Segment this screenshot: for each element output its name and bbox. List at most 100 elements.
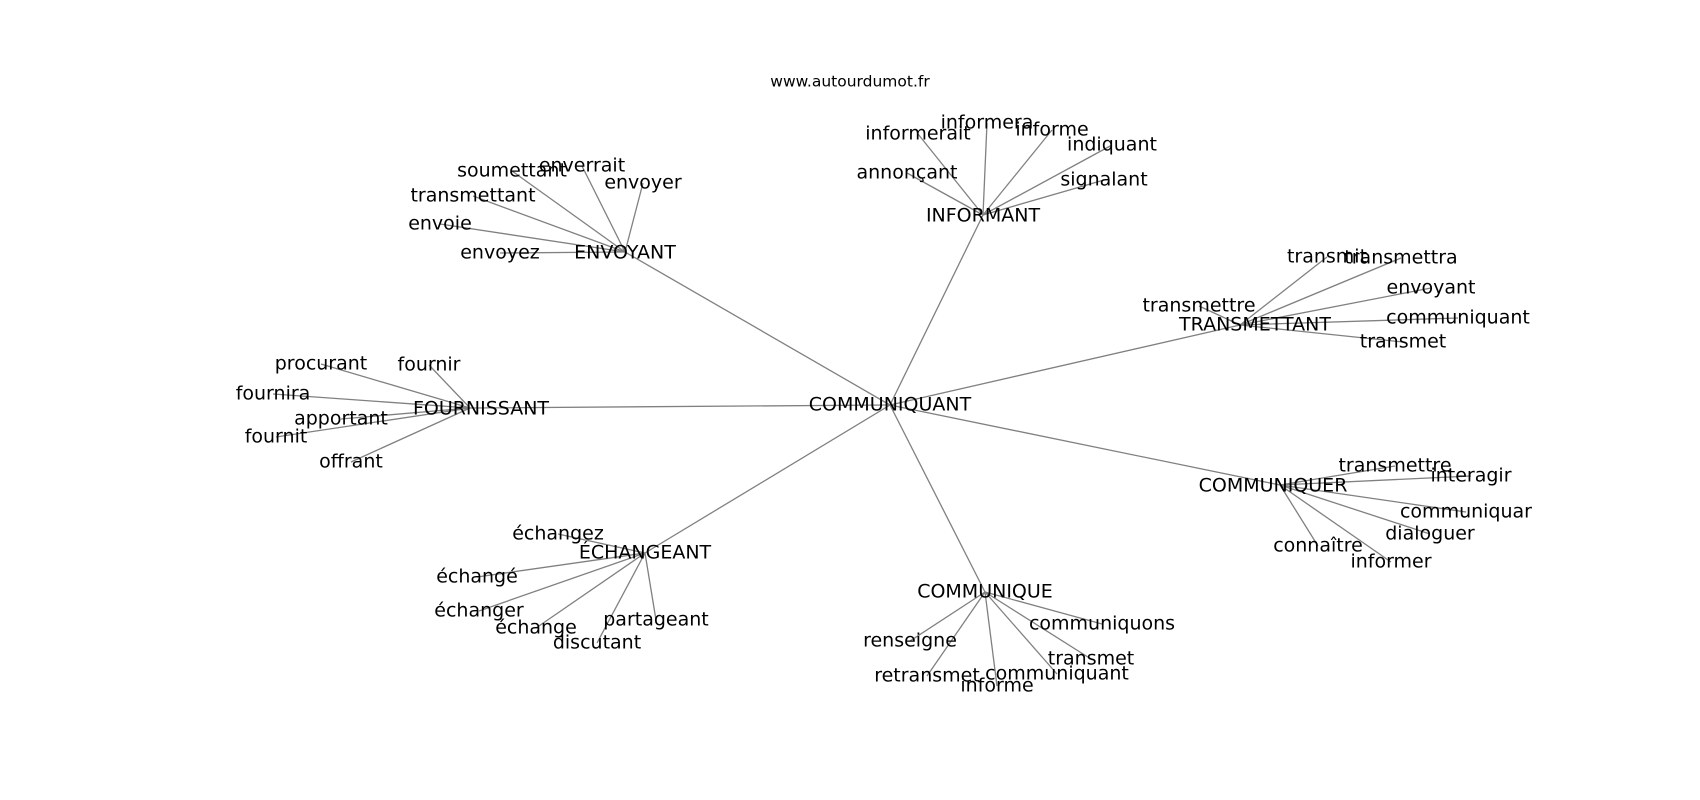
edge-communiquer-transmettre-2: [1279, 465, 1396, 486]
hub-node-communiquer: COMMUNIQUER: [1199, 475, 1348, 497]
hub-node-transmettant-hub: TRANSMETTANT: [1178, 314, 1331, 336]
leaf-node-informerait: informerait: [865, 123, 971, 145]
edge-center-communiquer: [889, 404, 1281, 486]
leaf-node-annoncant: annonçant: [857, 162, 958, 184]
leaf-node-connaitre: connaître: [1273, 535, 1363, 557]
leaf-node-dialoguer: dialoguer: [1385, 523, 1475, 545]
edge-center-informant: [889, 214, 984, 406]
edge-fournissant-procurant: [320, 363, 471, 409]
edge-envoyant-envoyer: [624, 182, 644, 253]
leaf-node-informe: informe: [1015, 119, 1088, 141]
edge-communiquer-interagir: [1279, 475, 1472, 486]
edge-communiquer-informer: [1279, 484, 1392, 563]
leaf-node-fournit: fournit: [245, 426, 308, 448]
leaf-node-communiquant-leaf: communiquant: [1386, 307, 1530, 329]
leaf-node-fournir: fournir: [398, 354, 461, 376]
leaf-node-transmit: transmit: [1287, 246, 1367, 268]
edge-envoyant-soumettant: [511, 170, 626, 253]
leaf-node-discutant: discutant: [553, 632, 641, 654]
leaf-node-renseigne: renseigne: [863, 630, 957, 652]
edge-communique-renseigne: [909, 591, 986, 642]
edge-informant-annoncant: [906, 172, 984, 216]
leaf-node-communiquar: communiquar: [1400, 501, 1532, 523]
edge-communique-informe-2: [984, 591, 998, 687]
edge-envoyant-envoie: [439, 223, 626, 253]
edge-echangeant-echangez: [557, 533, 646, 554]
source-url: www.autourdumot.fr: [770, 73, 930, 91]
hub-node-envoyant: ENVOYANT: [574, 242, 676, 264]
edge-transmettant-hub-envoyant-leaf: [1239, 287, 1432, 326]
leaf-node-envoyer: envoyer: [604, 172, 682, 194]
hub-node-fournissant: FOURNISSANT: [413, 398, 549, 420]
edge-informant-informe: [982, 129, 1053, 216]
graph-edges: [272, 122, 1472, 687]
leaf-node-communiquant-2: communiquant: [985, 663, 1129, 685]
edge-fournissant-offrant: [350, 407, 471, 463]
center-node-communiquant: COMMUNIQUANT: [809, 394, 972, 416]
edge-center-transmettant-hub: [889, 324, 1241, 406]
edge-transmettant-hub-transmet: [1239, 324, 1404, 343]
edge-communique-communiquons: [984, 591, 1103, 625]
leaf-node-echange: échange: [495, 617, 577, 639]
edge-echangeant-echange-p: [476, 552, 646, 578]
hub-node-echangeant: ÉCHANGEANT: [579, 541, 712, 564]
leaf-node-communiquons: communiquons: [1029, 613, 1175, 635]
edge-center-envoyant: [624, 251, 891, 406]
edge-center-fournissant: [469, 404, 891, 409]
edge-fournissant-apportant: [340, 407, 471, 420]
leaf-node-informe-2: informe: [960, 675, 1033, 697]
leaf-node-informera: informera: [941, 112, 1034, 134]
leaf-node-echanger: échanger: [434, 600, 524, 622]
edge-transmettant-hub-transmit: [1239, 256, 1328, 326]
edge-communiquer-communiquar: [1279, 484, 1467, 513]
edge-communique-transmet-2: [984, 591, 1092, 660]
leaf-node-transmettra: transmettra: [1344, 247, 1457, 269]
edge-transmettant-hub-transmettra: [1239, 257, 1402, 326]
leaf-node-transmettre-2: transmettre: [1338, 455, 1451, 477]
edge-envoyant-transmettant: [472, 195, 626, 253]
edge-center-communique: [889, 404, 986, 593]
edge-echangeant-echange: [535, 552, 646, 629]
leaf-node-informer: informer: [1350, 551, 1431, 573]
leaf-node-apportant: apportant: [294, 408, 388, 430]
edge-communiquer-dialoguer: [1279, 484, 1431, 535]
edge-envoyant-envoyez: [499, 251, 626, 254]
leaf-node-soumettant: soumettant: [457, 160, 567, 182]
leaf-node-envoyant-leaf: envoyant: [1387, 277, 1476, 299]
leaf-node-fournira: fournira: [236, 383, 311, 405]
edge-communique-retransmet: [926, 591, 986, 677]
edge-echangeant-partageant: [644, 552, 657, 621]
leaf-node-retransmet: retransmet: [874, 665, 980, 687]
edge-communique-communiquant-2: [984, 591, 1058, 675]
edge-informant-informerait: [917, 133, 984, 216]
leaf-node-procurant: procurant: [275, 353, 368, 375]
leaf-node-interagir: interagir: [1430, 465, 1511, 487]
edge-fournissant-fournira: [272, 393, 471, 409]
leaf-node-echangez: échangez: [512, 523, 604, 545]
edge-echangeant-discutant: [596, 552, 646, 644]
edge-informant-indiquant: [982, 144, 1113, 216]
leaf-node-signalant: signalant: [1060, 169, 1147, 191]
edge-informant-informera: [982, 122, 988, 216]
leaf-node-transmet-2: transmet: [1048, 648, 1135, 670]
leaf-node-offrant: offrant: [319, 451, 383, 473]
leaf-node-partageant: partageant: [603, 609, 709, 631]
hub-node-informant: INFORMANT: [926, 205, 1041, 227]
leaf-node-indiquant: indiquant: [1067, 134, 1157, 156]
leaf-node-envoie: envoie: [408, 213, 472, 235]
leaf-node-enverrait: enverrait: [539, 155, 625, 177]
edge-transmettant-hub-communiquant-leaf: [1239, 317, 1459, 326]
edge-center-echangeant: [644, 404, 891, 554]
edge-echangeant-echanger: [478, 552, 646, 612]
edge-transmettant-hub-transmettre: [1198, 305, 1241, 326]
hub-node-communique: COMMUNIQUE: [917, 581, 1053, 603]
leaf-node-transmettant: transmettant: [410, 185, 535, 207]
leaf-node-echange-p: échangé: [436, 566, 518, 588]
leaf-node-envoyez: envoyez: [460, 242, 540, 264]
edge-informant-signalant: [982, 179, 1105, 216]
edge-fournissant-fournit: [275, 407, 471, 438]
leaf-node-transmet: transmet: [1360, 331, 1447, 353]
edge-communiquer-connaitre: [1279, 484, 1319, 547]
